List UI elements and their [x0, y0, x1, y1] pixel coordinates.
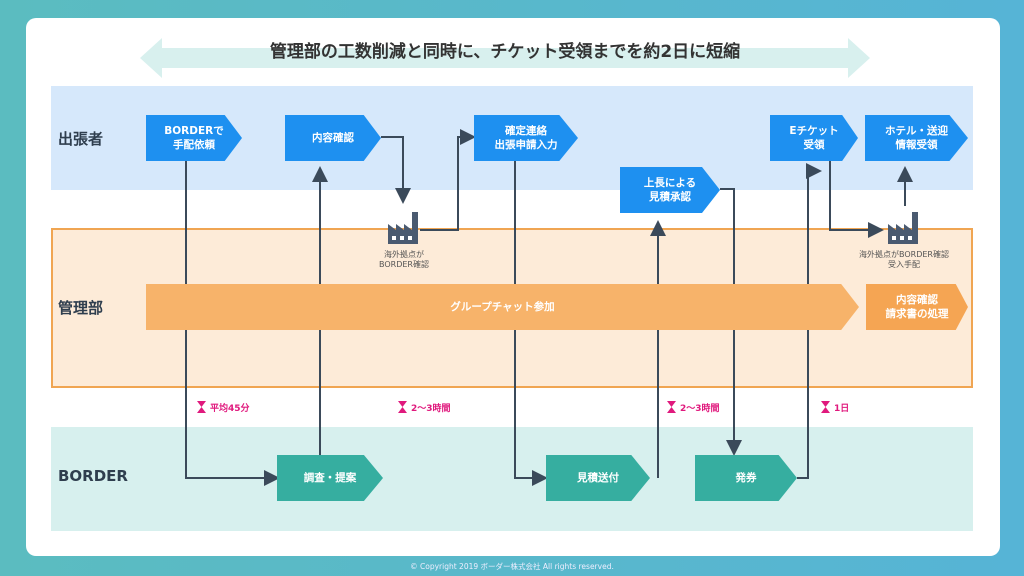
lane-label-border: BORDER — [58, 467, 128, 485]
page-title: 管理部の工数削減と同時に、チケット受領までを約2日に短縮 — [269, 42, 741, 62]
step-border-request: BORDERで 手配依頼 — [146, 115, 242, 161]
copyright-footer: © Copyright 2019 ボーダー株式会社 All rights res… — [410, 562, 614, 571]
hourglass-icon — [197, 401, 206, 413]
step-confirm-contact: 確定連絡 出張申請入力 — [474, 115, 578, 161]
hourglass-icon — [667, 401, 676, 413]
step-content-check: 内容確認 — [285, 115, 381, 161]
hourglass-icon — [398, 401, 407, 413]
header-double-arrow — [140, 38, 870, 78]
step-invoice: 内容確認 請求書の処理 — [866, 284, 968, 330]
factory-icon — [888, 212, 918, 244]
step-research: 調査・提案 — [277, 455, 383, 501]
time-label: 1日 — [834, 403, 850, 414]
step-boss-approval: 上長による 見積承認 — [620, 167, 720, 213]
lane-label-admin: 管理部 — [58, 299, 104, 317]
step-ticketing: 発券 — [695, 455, 797, 501]
time-marker: 2〜3時間 — [666, 400, 720, 414]
overseas-note: 海外拠点が BORDER確認 — [379, 250, 429, 270]
hourglass-icon — [821, 401, 830, 413]
overseas-note: 海外拠点がBORDER確認 受入手配 — [859, 250, 949, 270]
step-eticket: Eチケット 受領 — [770, 115, 858, 161]
time-label: 平均45分 — [210, 403, 250, 414]
time-marker: 2〜3時間 — [397, 400, 451, 414]
time-label: 2〜3時間 — [680, 403, 720, 414]
step-group-chat: グループチャット参加 — [146, 284, 859, 330]
factory-icon — [388, 212, 418, 244]
time-marker: 1日 — [820, 400, 849, 414]
lane-label-traveler: 出張者 — [58, 130, 104, 148]
time-marker: 平均45分 — [196, 400, 250, 414]
time-label: 2〜3時間 — [411, 403, 451, 414]
step-hotel-info: ホテル・送迎 情報受領 — [865, 115, 968, 161]
step-estimate-send: 見積送付 — [546, 455, 650, 501]
